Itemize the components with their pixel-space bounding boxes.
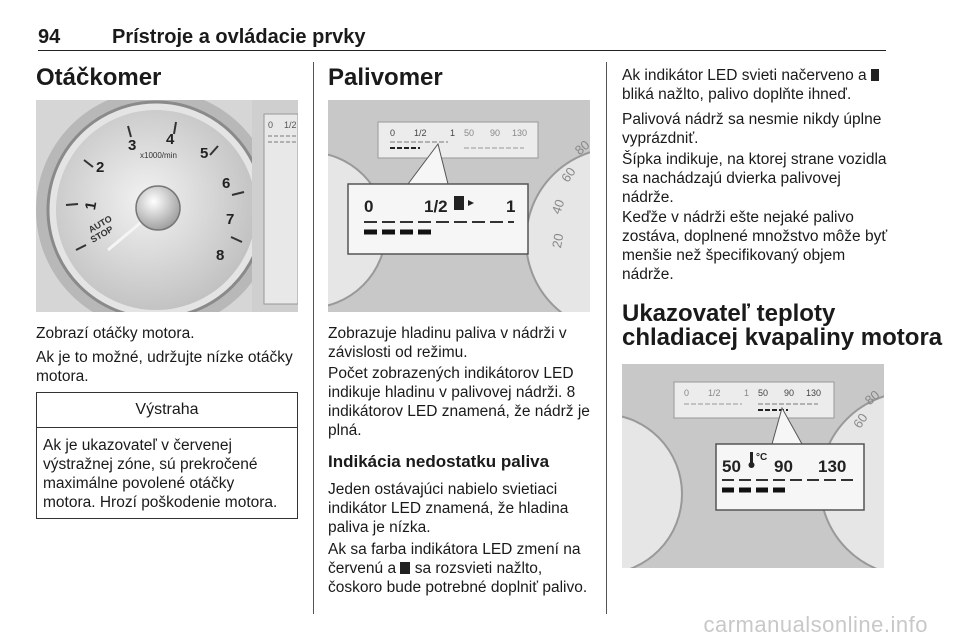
col3-paragraph-1-part-b: bliká nažlto, palivo doplňte ihneď. [622,86,852,103]
tach-tick-8: 8 [216,247,224,264]
tach-tick-6: 6 [222,175,230,192]
column-divider-1 [313,62,314,614]
tachometer-illustration: 1 2 3 4 5 6 7 8 x1000/min AUTO STOP 0 1/… [36,100,298,312]
fuel-dial-label-60: 60 [558,164,579,184]
fuel-warning-icon-2 [871,69,879,81]
low-fuel-subheading: Indikácia nedostatku paliva [328,452,550,471]
section-heading-coolant-1: Ukazovateľ teploty [622,300,836,327]
tach-side-label-0: 0 [268,120,273,130]
coolant-zoom-label-90: 90 [774,457,793,476]
fuel-paragraph-2: Počet zobrazených indikátorov LED indiku… [328,365,590,439]
fuel-paragraph-4: Ak sa farba indikátora LED zmení na červ… [328,540,594,597]
coolant-zoom-label-50: 50 [722,457,741,476]
watermark: carmanualsonline.info [703,612,928,637]
warning-box: Výstraha Ak je ukazovateľ v červenej výs… [36,392,298,519]
col3-paragraph-2: Palivová nádrž sa nesmie nikdy úplne vyp… [622,111,882,147]
tach-tick-4: 4 [166,131,175,148]
fuel-gauge-illustration: 40 20 60 80 0 1/2 1 50 90 130 0 1/2 1 [328,100,590,312]
section-heading-coolant-2: chladiacej kvapaliny motora [622,324,943,351]
coolant-top-label-0: 0 [684,388,689,398]
coolant-top-label-90: 90 [784,388,794,398]
fuel-paragraph-1: Zobrazuje hladinu paliva v nádrži v závi… [328,325,567,361]
fuel-dial-label-40: 40 [548,197,567,216]
coolant-gauge-figure: 60 80 0 1/2 1 50 90 130 50 90 130 °C [622,364,884,568]
page-number: 94 [38,26,61,48]
fuel-paragraph-3: Jeden ostávajúci nabielo svietiaci indik… [328,481,569,536]
fuel-gauge-figure: 40 20 60 80 0 1/2 1 50 90 130 0 1/2 1 [328,100,590,312]
fuel-top-label-90: 90 [490,128,500,138]
fuel-paragraph-4-part-a: Ak sa farba indikátora LED zmení na červ… [328,541,581,577]
col3-paragraph-1: Ak indikátor LED svieti načerveno a blik… [622,66,888,104]
tach-tick-2: 2 [96,159,104,176]
coolant-zoom-label-130: 130 [818,457,846,476]
fuel-warning-icon [400,562,411,574]
fuel-dial-label-80: 80 [572,137,590,158]
tach-tick-7: 7 [226,211,234,228]
tach-side-label-half: 1/2 [284,120,297,130]
warning-title: Výstraha [37,393,297,428]
tachometer-figure: 1 2 3 4 5 6 7 8 x1000/min AUTO STOP 0 1/… [36,100,298,312]
coolant-top-label-1: 1 [744,388,749,398]
coolant-dial-label-60: 60 [850,410,871,430]
fuel-zoom-label-0: 0 [364,197,373,216]
fuel-pump-icon [454,196,474,210]
fuel-zoom-label-1: 1 [506,197,515,216]
coolant-top-label-50: 50 [758,388,768,398]
tach-tick-3: 3 [128,137,136,154]
fuel-paragraph-4-part-b: sa rozsvieti nažlto, čoskoro bude potreb… [328,560,588,596]
col3-paragraph-3: Šípka indikuje, na ktorej strane vozidla… [622,151,887,206]
fuel-top-label-1: 1 [450,128,455,138]
coolant-top-label-half: 1/2 [708,388,721,398]
fuel-dial-label-20: 20 [549,232,566,249]
tach-unit-label: x1000/min [140,151,177,160]
column-divider-2 [606,62,607,614]
tach-tick-5: 5 [200,145,208,162]
coolant-gauge-illustration: 60 80 0 1/2 1 50 90 130 50 90 130 °C [622,364,884,568]
fuel-top-label-50: 50 [464,128,474,138]
col3-paragraph-4: Keďže v nádrži ešte nejaké palivo zostáv… [622,209,888,283]
fuel-top-label-0: 0 [390,128,395,138]
warning-body: Ak je ukazovateľ v červenej výstražnej z… [43,437,278,511]
coolant-unit-label: °C [756,452,767,463]
tach-paragraph-1: Zobrazí otáčky motora. [36,325,195,342]
header-rule [38,50,886,51]
chapter-title: Prístroje a ovládacie prvky [112,26,366,48]
coolant-top-label-130: 130 [806,388,821,398]
tach-paragraph-2: Ak je to možné, udržujte nízke otáčky mo… [36,349,293,385]
section-heading-tachometer: Otáčkomer [36,64,162,91]
fuel-zoom-label-half: 1/2 [424,197,448,216]
thermometer-icon [748,452,755,468]
fuel-top-label-130: 130 [512,128,527,138]
fuel-top-label-half: 1/2 [414,128,427,138]
section-heading-fuel: Palivomer [328,64,443,91]
tach-tick-1: 1 [82,200,100,211]
col3-paragraph-1-part-a: Ak indikátor LED svieti načerveno a [622,67,867,84]
